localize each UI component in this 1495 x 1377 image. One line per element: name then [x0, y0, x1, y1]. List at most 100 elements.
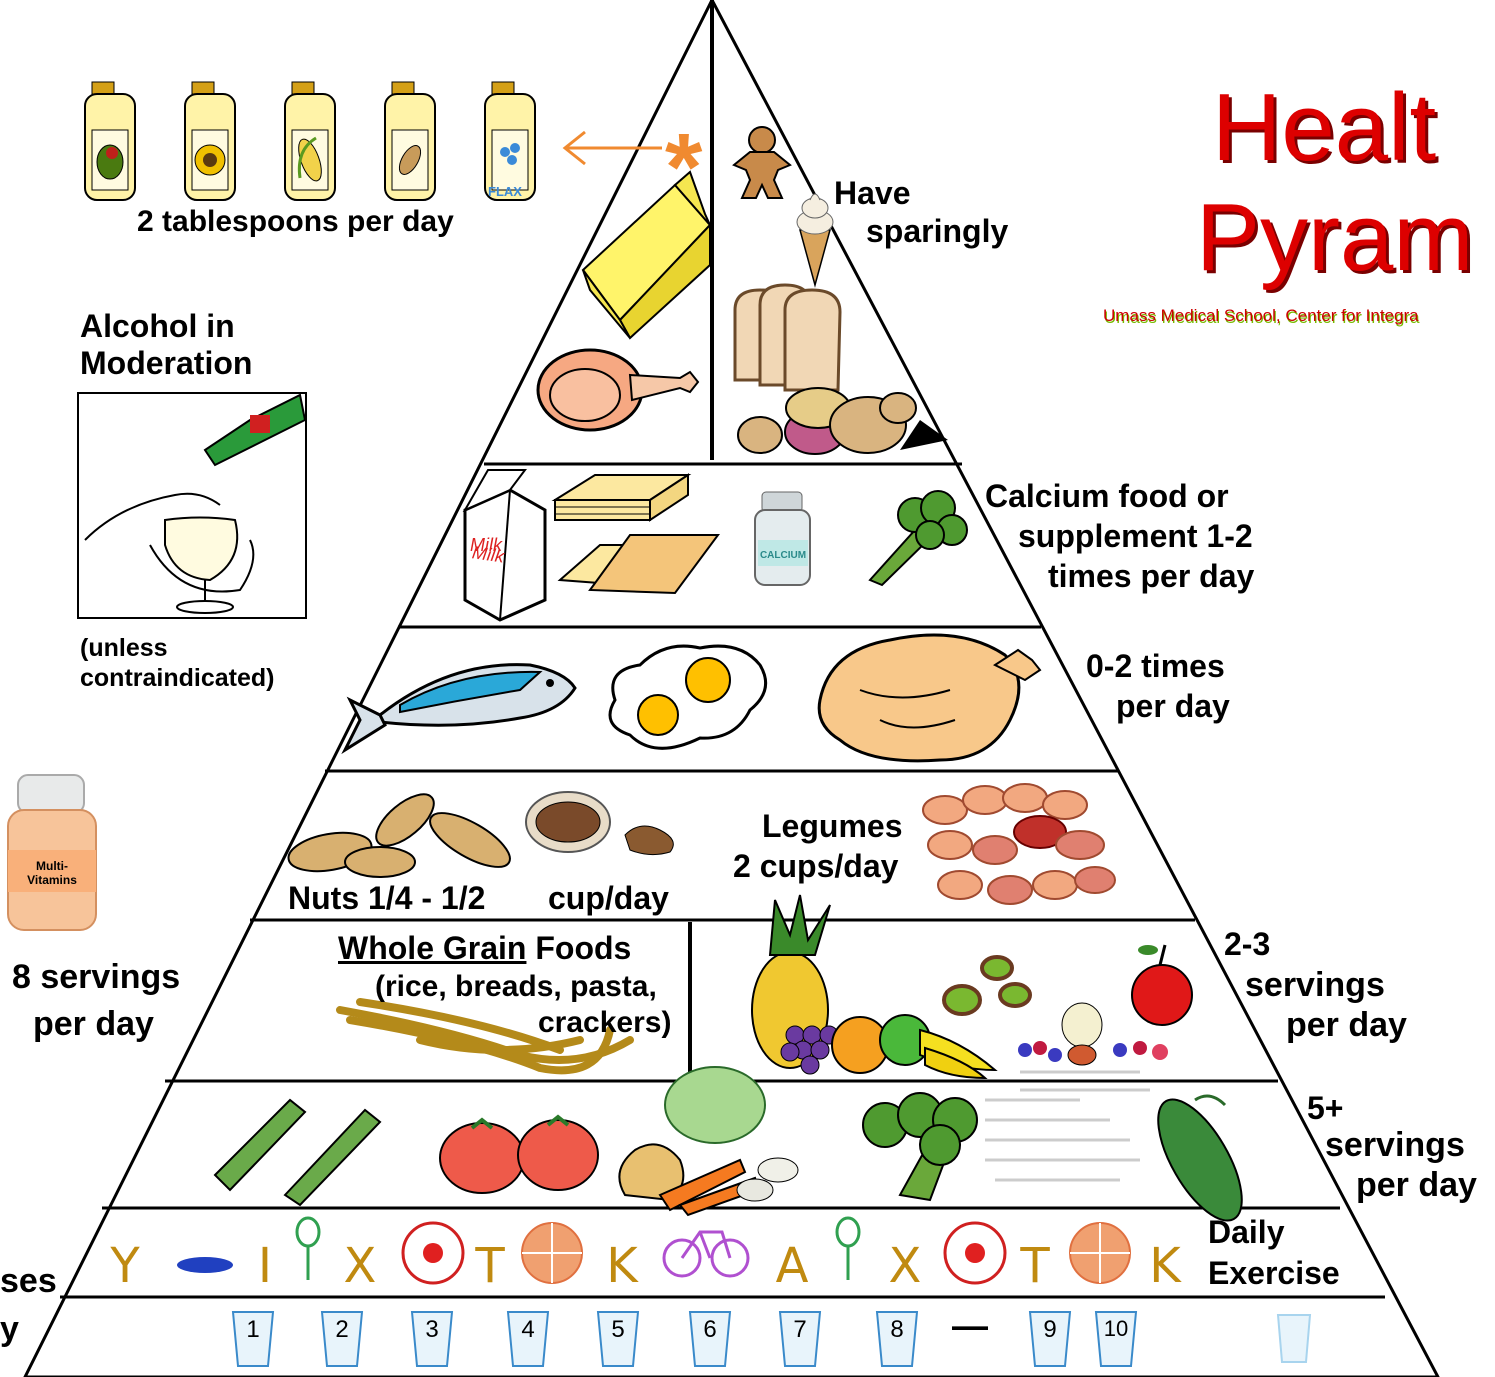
legumes-label-line-2: 2 cups/day — [733, 848, 898, 885]
whole-grain-foods-word: Foods — [526, 930, 631, 966]
ice-cream-cone-illustration — [797, 194, 833, 285]
cup-number: 1 — [235, 1316, 271, 1344]
water-cups-row — [233, 1312, 1310, 1366]
nuts-label: Nuts 1/4 - 1/2 — [288, 880, 485, 917]
jumping-figure-icon: X — [344, 1238, 377, 1294]
cup-number: 9 — [1032, 1316, 1068, 1344]
roast-chicken-illustration — [819, 635, 1040, 761]
red-apple-illustration — [1132, 945, 1192, 1025]
fruit-servings-line-2: servings — [1245, 966, 1385, 1005]
oil-bottle-flax — [485, 82, 535, 200]
cucumber-illustration — [1142, 1087, 1258, 1233]
tomatoes-illustration — [440, 1117, 598, 1193]
tennis-racket-icon — [297, 1218, 319, 1280]
have-sparingly-line-2: sparingly — [866, 213, 1008, 250]
fruit-servings-line-3: per day — [1286, 1006, 1407, 1045]
bicycle-icon — [664, 1232, 748, 1276]
exercise-icons-row: Y I X T K A X T K — [109, 1218, 1182, 1294]
bread-slices-illustration — [735, 285, 840, 390]
soccer-ball-icon-2 — [945, 1223, 1005, 1283]
have-sparingly-line-1: Have — [834, 175, 911, 212]
multivitamin-label-line-2: Vitamins — [8, 874, 96, 888]
veg-servings-line-3: per day — [1356, 1166, 1477, 1205]
whole-grain-underlined: Whole Grain — [338, 930, 526, 966]
water-cup-6: 6 — [692, 1312, 728, 1364]
oil-bottle-peanut — [385, 82, 435, 200]
fish-illustration — [345, 665, 575, 750]
grain-servings-line-1: 8 servings — [12, 958, 180, 997]
title-line-1: Healt — [1212, 80, 1436, 176]
cup-number: 6 — [692, 1316, 728, 1344]
dancer-figure-icon: A — [776, 1238, 809, 1294]
alcohol-note-line-1: (unless — [80, 634, 168, 663]
bananas-illustration — [920, 1030, 995, 1078]
whole-grain-title: Whole Grain Foods — [338, 930, 631, 967]
weightlifter-figure-icon-2: T — [1019, 1238, 1050, 1294]
protein-label-line-1: 0-2 times — [1086, 648, 1225, 685]
walnut-illustration — [526, 792, 673, 855]
cheese-slices-illustration — [560, 535, 718, 593]
water-cup-4: 4 — [510, 1312, 546, 1364]
basketball-icon-2 — [1070, 1223, 1130, 1283]
weightlifter-figure-icon: T — [474, 1238, 505, 1294]
flax-label: FLAX — [488, 185, 522, 200]
jumping-figure-icon-2: X — [889, 1238, 922, 1294]
water-cup-8: 8 — [879, 1312, 915, 1364]
water-cup-5: 5 — [600, 1312, 636, 1364]
beans-illustration — [923, 784, 1115, 904]
alcohol-illustration — [78, 393, 306, 618]
asparagus-illustration — [215, 1100, 380, 1205]
alcohol-label-line-2: Moderation — [80, 345, 252, 382]
water-cup-7: 7 — [782, 1312, 818, 1364]
butter-illustration — [583, 172, 710, 338]
calcium-label-line-2: supplement 1-2 — [1018, 518, 1253, 555]
protein-label-line-2: per day — [1116, 688, 1230, 725]
broccoli-small-illustration — [870, 491, 967, 585]
credit-line: Umass Medical School, Center for Integra — [1103, 306, 1419, 326]
running-figure-icon-2: K — [1149, 1238, 1182, 1294]
cup-number: 5 — [600, 1316, 636, 1344]
water-cup-2: 2 — [324, 1312, 360, 1364]
cup-number: 2 — [324, 1316, 360, 1344]
faded-vegetables-illustration — [985, 1072, 1150, 1180]
gingerbread-cookie-illustration — [734, 127, 790, 198]
legumes-label-line-1: Legumes — [762, 808, 902, 845]
water-dash: — — [952, 1305, 988, 1346]
arrow-to-oils-icon — [565, 132, 662, 164]
cabbage-illustration — [665, 1067, 765, 1143]
oil-bottle-corn — [285, 82, 335, 200]
alcohol-note-line-2: contraindicated) — [80, 664, 274, 693]
mushrooms-illustration — [737, 1158, 798, 1201]
water-cup-10: 10 — [1098, 1312, 1134, 1364]
water-cup-9: 9 — [1032, 1312, 1068, 1364]
cup-number: 10 — [1098, 1316, 1134, 1342]
water-cup-faded-icon — [1278, 1315, 1310, 1362]
broccoli-large-illustration — [863, 1093, 977, 1200]
soccer-ball-icon — [403, 1223, 463, 1283]
cup-number: 3 — [414, 1316, 450, 1344]
swimmer-icon — [177, 1257, 233, 1273]
water-cup-3: 3 — [414, 1312, 450, 1364]
calcium-label-line-3: times per day — [1048, 558, 1254, 595]
grain-examples-line-1: (rice, breads, pasta, — [375, 970, 657, 1005]
oil-bottle-olive — [85, 82, 135, 200]
oils-caption: 2 tablespoons per day — [137, 205, 454, 240]
cheese-stack-illustration — [555, 475, 688, 520]
milk-label: Milk — [470, 535, 502, 556]
water-cup-1: 1 — [235, 1312, 271, 1364]
nuts-unit-label: cup/day — [548, 880, 669, 917]
grain-examples-line-2: crackers) — [538, 1006, 671, 1041]
water-partial-label-2: y — [0, 1310, 19, 1349]
calcium-bottle-illustration: CALCIUM — [755, 492, 810, 585]
water-partial-label-1: ses — [0, 1262, 57, 1301]
running-figure-icon: K — [606, 1238, 639, 1294]
fruit-servings-line-1: 2-3 — [1224, 926, 1270, 963]
ham-illustration — [538, 350, 698, 430]
veg-servings-line-1: 5+ — [1307, 1090, 1343, 1127]
fried-eggs-illustration — [610, 646, 766, 748]
oil-bottle-sunflower — [185, 82, 235, 200]
title-line-2: Pyram — [1196, 190, 1473, 286]
cup-number: 7 — [782, 1316, 818, 1344]
multivitamin-label-line-1: Multi- — [8, 860, 96, 874]
